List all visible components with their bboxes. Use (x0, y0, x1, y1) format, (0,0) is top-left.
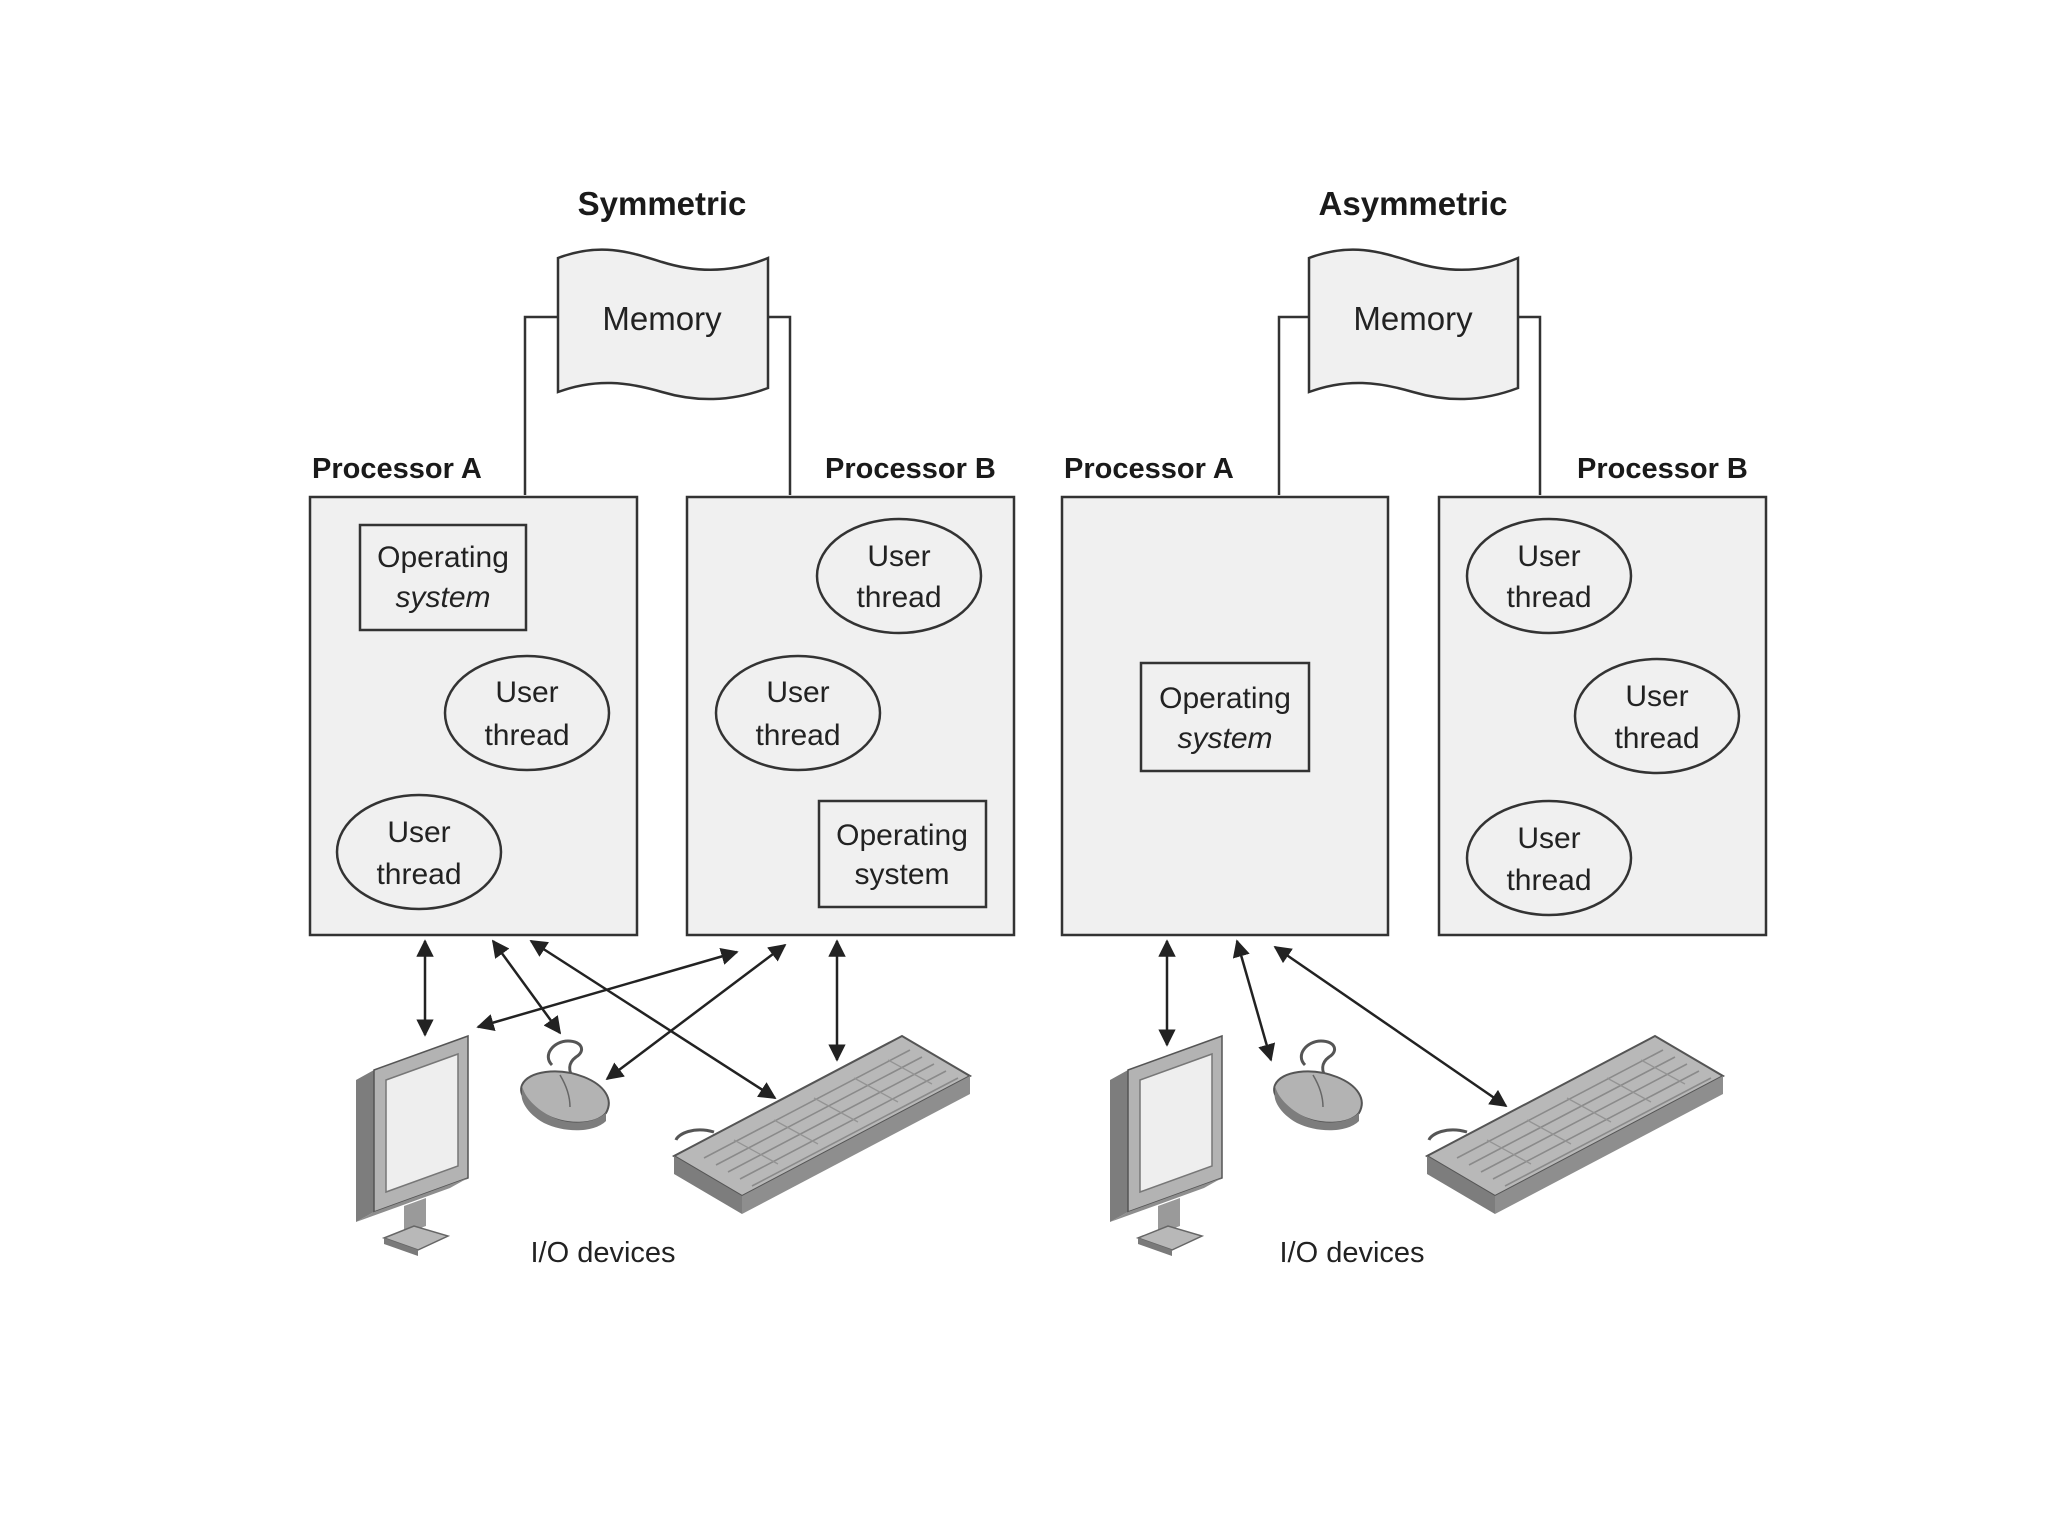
user-thread-line2: thread (1506, 581, 1591, 614)
user-thread (1465, 799, 1633, 917)
io-arrow (605, 943, 787, 1081)
processor-b-label: Processor B (825, 453, 996, 485)
os-label-line2: system (854, 858, 949, 891)
os-label-line1: Operating (836, 819, 968, 852)
memory-label: Memory (602, 300, 722, 337)
user-thread (1573, 657, 1741, 775)
memory-bus-right (1518, 315, 1542, 495)
user-thread-line1: User (1517, 540, 1580, 573)
mouse-icon (1272, 1039, 1364, 1132)
os-box (358, 523, 528, 632)
monitor-icon (1109, 1035, 1223, 1257)
user-thread (1465, 517, 1633, 635)
user-thread-line1: User (387, 816, 450, 849)
memory-bus-left (1277, 315, 1310, 495)
processor-b-label: Processor B (1577, 453, 1748, 485)
io-arrow (476, 947, 739, 1032)
asymmetric-title: Asymmetric (1319, 185, 1508, 222)
user-thread-line1: User (1517, 822, 1580, 855)
user-thread-line2: thread (856, 581, 941, 614)
asymmetric-section: Asymmetric Memory Processor A Operating … (1060, 185, 1768, 1269)
user-thread-line2: thread (1614, 722, 1699, 755)
memory-label: Memory (1353, 300, 1473, 337)
user-thread-line2: thread (376, 858, 461, 891)
processor-a-label: Processor A (1064, 453, 1234, 485)
os-box (817, 799, 988, 909)
keyboard-icon (1425, 1034, 1725, 1216)
monitor-icon (355, 1035, 469, 1257)
user-thread-line1: User (766, 676, 829, 709)
os-label-line1: Operating (377, 541, 509, 574)
os-label-line1: Operating (1159, 682, 1291, 715)
symmetric-section: Symmetric Memory Processor A Operating s… (308, 185, 1016, 1269)
memory-block (556, 248, 770, 401)
user-thread-line1: User (1625, 680, 1688, 713)
os-label-line2: system (1177, 722, 1272, 755)
symmetric-title: Symmetric (578, 185, 747, 222)
user-thread (335, 793, 503, 911)
memory-block (1307, 248, 1520, 401)
io-devices-label: I/O devices (530, 1237, 675, 1269)
processor-a-label: Processor A (312, 453, 482, 485)
user-thread (714, 654, 882, 772)
io-arrow (1273, 945, 1508, 1108)
user-thread (443, 654, 611, 772)
user-thread-line2: thread (484, 719, 569, 752)
mouse-icon (519, 1039, 611, 1132)
io-arrow (1232, 939, 1276, 1062)
user-thread-line1: User (867, 540, 930, 573)
user-thread-line2: thread (1506, 864, 1591, 897)
os-box (1139, 661, 1311, 773)
user-thread-line2: thread (755, 719, 840, 752)
os-label-line2: system (395, 581, 490, 614)
user-thread-line1: User (495, 676, 558, 709)
memory-bus-left (523, 315, 559, 495)
user-thread (815, 517, 983, 635)
io-devices-label: I/O devices (1279, 1237, 1424, 1269)
memory-bus-right (768, 315, 792, 495)
